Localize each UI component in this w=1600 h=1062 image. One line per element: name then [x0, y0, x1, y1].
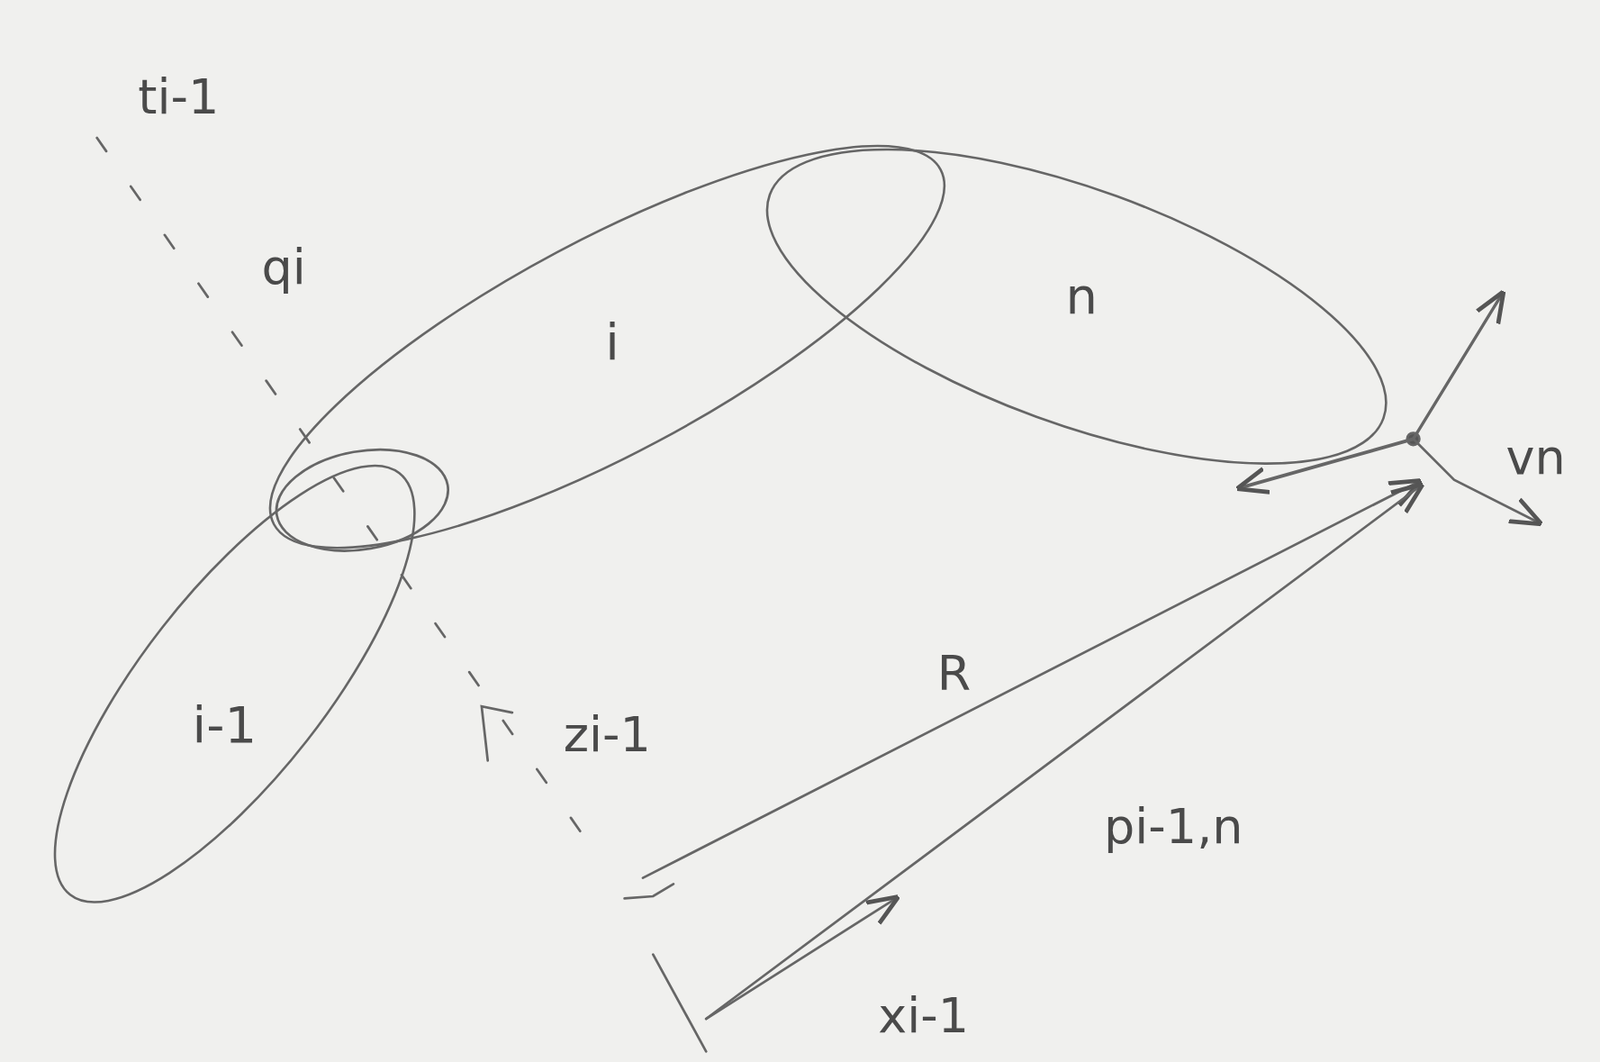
symbol-label: R — [931, 646, 977, 701]
r-tail — [624, 883, 674, 898]
ellipse-outline — [54, 465, 415, 903]
symbol-label: ti-1 — [132, 70, 225, 125]
joint-axis — [97, 137, 603, 863]
origin-tick — [652, 954, 706, 1052]
link-label: i-1 — [189, 697, 261, 752]
link-label: n — [1062, 269, 1103, 324]
symbol-label: zi-1 — [558, 707, 657, 762]
link-ellipse: i-1 — [54, 465, 415, 903]
symbol-label: pi-1,n — [1098, 799, 1249, 854]
symbol-label: qi — [255, 240, 311, 295]
z-axis-hook — [481, 705, 513, 760]
r-vector — [642, 481, 1419, 878]
p-vector — [705, 485, 1420, 1019]
symbol-label: xi-1 — [872, 988, 975, 1043]
frame-axis — [1413, 293, 1503, 439]
link-ellipse: n — [767, 149, 1386, 464]
link-label: i — [601, 315, 624, 370]
joint-ellipse — [268, 436, 457, 564]
link-ellipse: i — [270, 145, 945, 548]
x-axis-arrow — [705, 897, 896, 1019]
symbol-label: vn — [1500, 430, 1572, 485]
